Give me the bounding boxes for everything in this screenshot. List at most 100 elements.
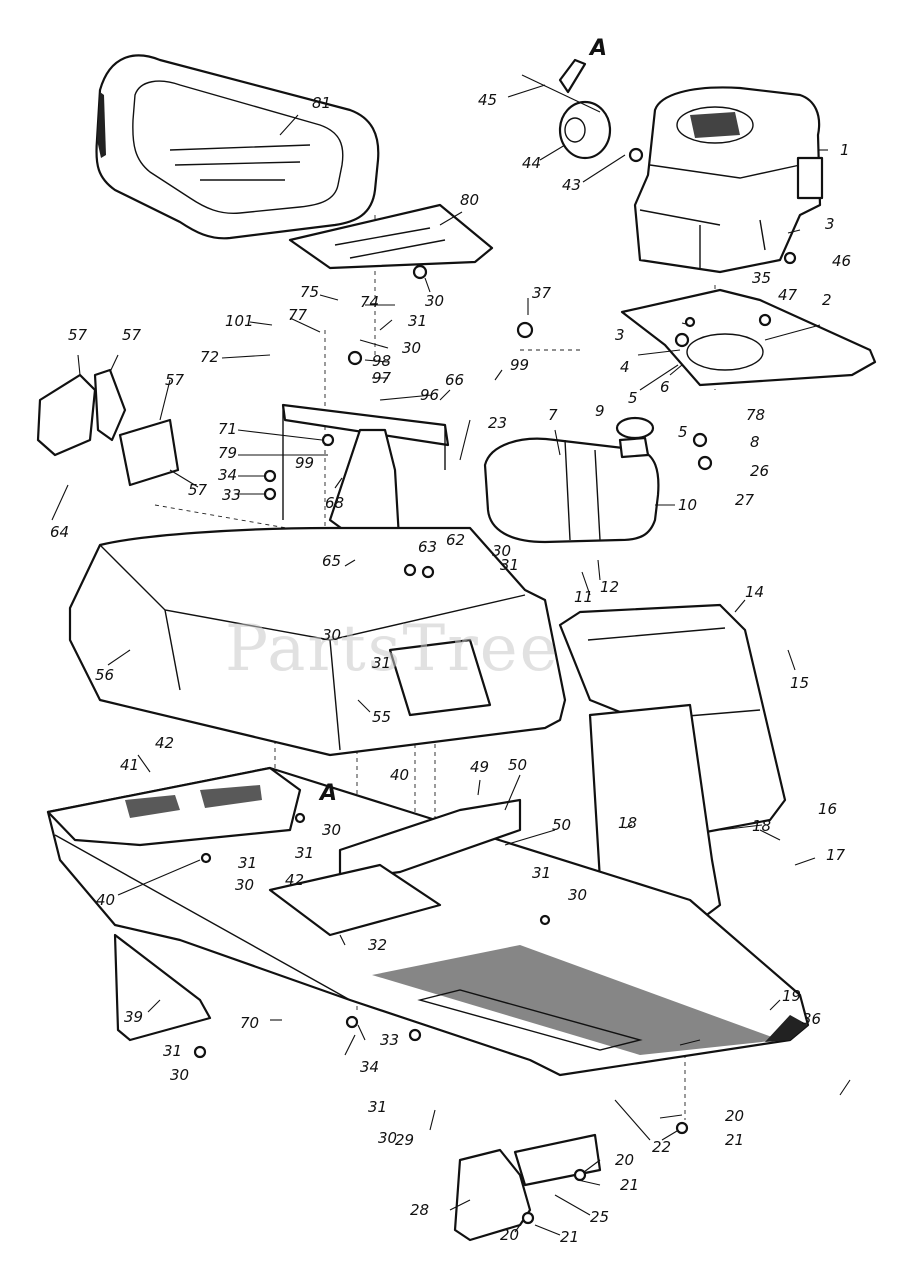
- starter-motor: [521, 58, 612, 160]
- callout-39: 39: [124, 1008, 143, 1026]
- callout-28: 28: [410, 1201, 429, 1219]
- callout-30-g: 30: [568, 886, 587, 904]
- callout-62: 62: [446, 531, 465, 549]
- callout-46: 46: [832, 252, 851, 270]
- callout-98: 98: [372, 352, 391, 370]
- footrest-deck: [46, 766, 302, 847]
- main-frame: [46, 766, 810, 1077]
- callout-41: 41: [120, 756, 139, 774]
- callout-23: 23: [488, 414, 507, 432]
- callout-8: 8: [750, 433, 760, 451]
- callout-45: 45: [478, 91, 497, 109]
- callout-30-e: 30: [322, 821, 341, 839]
- callout-21-b: 21: [620, 1176, 639, 1194]
- callout-37: 37: [532, 284, 552, 302]
- callout-5-b: 5: [678, 423, 688, 441]
- callout-5: 5: [628, 389, 638, 407]
- callout-33: 33: [222, 486, 241, 504]
- callout-56: 56: [95, 666, 114, 684]
- callout-29: 29: [395, 1131, 414, 1149]
- callout-1: 1: [840, 141, 850, 159]
- callout-101: 101: [225, 312, 254, 330]
- watermark: PartsTree: [225, 612, 560, 686]
- callout-63: 63: [418, 538, 437, 556]
- callout-4: 4: [620, 358, 630, 376]
- hardware: [193, 147, 797, 1225]
- callout-18: 18: [618, 814, 637, 832]
- callout-30-c: 30: [492, 542, 511, 560]
- callout-20-c: 20: [500, 1226, 519, 1244]
- callout-40-b: 40: [96, 891, 115, 909]
- callout-17: 17: [826, 846, 846, 864]
- callout-15: 15: [790, 674, 809, 692]
- callout-31-h: 31: [368, 1098, 387, 1116]
- callout-30-d: 30: [322, 626, 341, 644]
- callout-16: 16: [818, 800, 837, 818]
- callout-99-b: 99: [295, 454, 314, 472]
- callout-49: 49: [470, 758, 489, 776]
- callout-42: 42: [155, 734, 174, 752]
- callout-72: 72: [200, 348, 219, 366]
- callout-labels: 1 2 3 3 4 5 5 6 7 8 9 10 11 12 14 15 16 …: [50, 91, 851, 1246]
- seat-bracket: [288, 203, 494, 270]
- callout-31-g: 31: [163, 1042, 182, 1060]
- callout-18-b: 18: [752, 817, 771, 835]
- callout-68: 68: [325, 494, 344, 512]
- fuel-cap: [615, 416, 655, 440]
- floor-plate: [268, 863, 442, 937]
- callout-65: 65: [322, 552, 341, 570]
- callout-31-e: 31: [238, 854, 257, 872]
- callout-34: 34: [218, 466, 237, 484]
- callout-50-b: 50: [552, 816, 571, 834]
- callout-50: 50: [508, 756, 527, 774]
- callout-44: 44: [522, 154, 541, 172]
- callout-30-i: 30: [378, 1129, 397, 1147]
- callout-99: 99: [510, 356, 529, 374]
- callout-21: 21: [725, 1131, 744, 1149]
- callout-75: 75: [300, 283, 319, 301]
- callout-14: 14: [745, 583, 764, 601]
- left-skirt: [113, 933, 212, 1042]
- view-marker-top: A: [588, 36, 607, 61]
- seat: [95, 54, 380, 240]
- callout-64: 64: [50, 523, 69, 541]
- callout-34-b: 34: [360, 1058, 379, 1076]
- callout-6: 6: [660, 378, 670, 396]
- callout-57-d: 57: [188, 481, 208, 499]
- callout-30-a: 30: [425, 292, 444, 310]
- callout-78: 78: [746, 406, 765, 424]
- callout-3-b: 3: [615, 326, 625, 344]
- callout-3: 3: [825, 215, 835, 233]
- callout-7: 7: [548, 406, 558, 424]
- callout-31-c: 31: [372, 654, 391, 672]
- callout-36: 36: [802, 1010, 821, 1028]
- callout-20: 20: [725, 1107, 744, 1125]
- callout-42-b: 42: [285, 871, 304, 889]
- callout-66: 66: [445, 371, 464, 389]
- callout-31-b: 31: [500, 556, 519, 574]
- callout-21-c: 21: [560, 1228, 579, 1246]
- callout-57-a: 57: [68, 326, 88, 344]
- callout-81: 81: [312, 94, 331, 112]
- callout-74: 74: [360, 293, 379, 311]
- lever-brackets: [36, 368, 180, 487]
- callout-31-a: 31: [408, 312, 427, 330]
- callout-27: 27: [735, 491, 755, 509]
- callout-12: 12: [600, 578, 619, 596]
- callout-97: 97: [372, 369, 392, 387]
- engine-mount-plate: [620, 288, 877, 387]
- callout-57-b: 57: [122, 326, 142, 344]
- callout-35: 35: [752, 269, 771, 287]
- callout-71: 71: [218, 420, 237, 438]
- callout-30-h: 30: [170, 1066, 189, 1084]
- callout-80: 80: [460, 191, 479, 209]
- callout-57-c: 57: [165, 371, 185, 389]
- callout-22: 22: [652, 1138, 671, 1156]
- callout-19: 19: [782, 987, 801, 1005]
- body-shroud: [68, 526, 567, 757]
- callout-25: 25: [590, 1208, 609, 1226]
- callout-55: 55: [372, 708, 391, 726]
- engine: [633, 86, 824, 274]
- callout-32: 32: [368, 936, 387, 954]
